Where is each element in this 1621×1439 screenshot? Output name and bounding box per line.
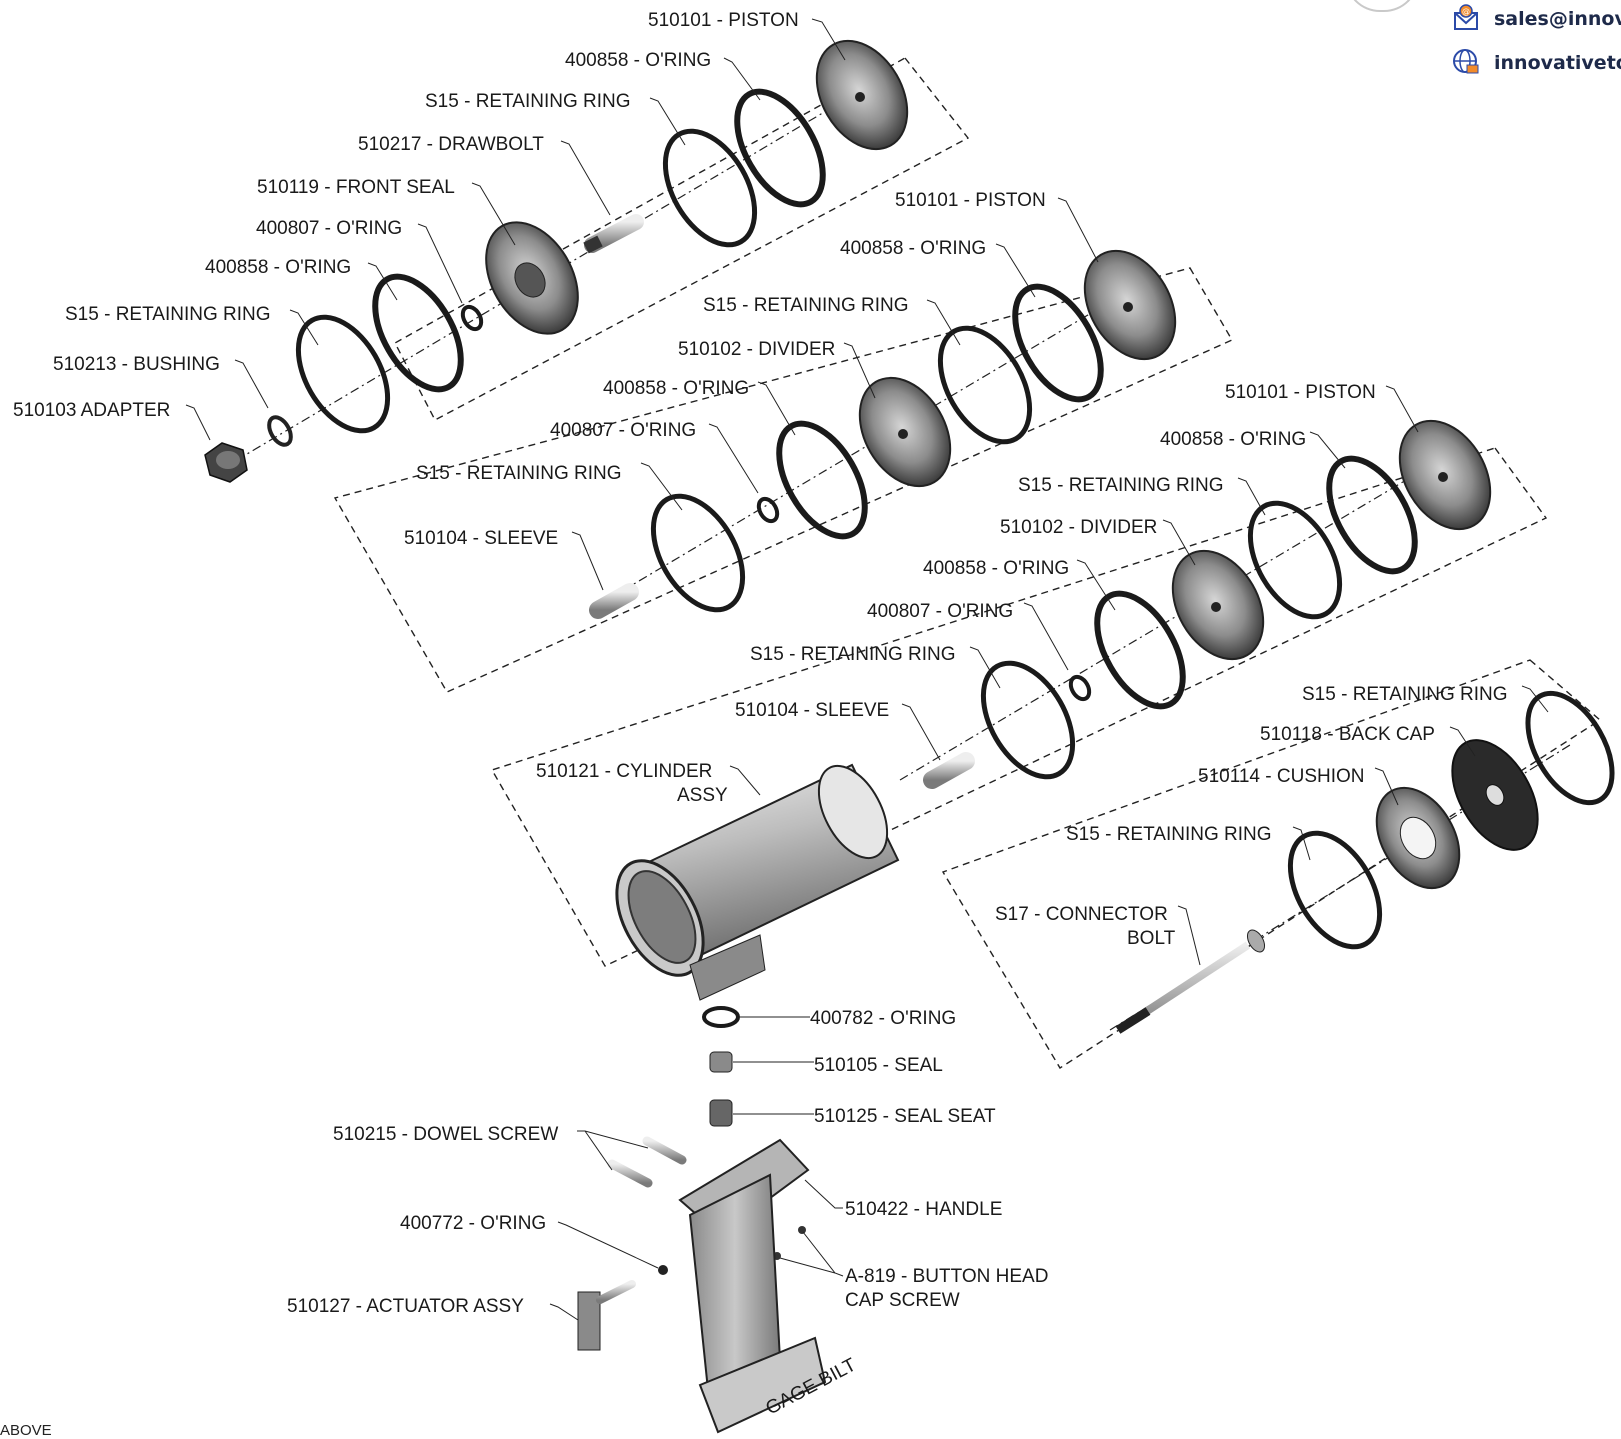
label-connector: S17 - CONNECTOR — [995, 904, 1168, 925]
label-divider-1: 510102 - DIVIDER — [678, 339, 835, 360]
label-bushing: 510213 - BUSHING — [53, 354, 220, 375]
piston-1-part — [815, 39, 909, 151]
oring-858-b-part — [372, 273, 464, 393]
dowel-screw-parts — [607, 1136, 687, 1188]
label-oring-807-b: 400807 - O'RING — [550, 420, 696, 441]
label-oring-858-d: 400858 - O'RING — [603, 378, 749, 399]
label-front-seal: 510119 - FRONT SEAL — [257, 177, 455, 198]
drawbolt-part — [583, 214, 644, 254]
seal-part — [709, 1051, 733, 1073]
oring-858-f-part — [1094, 590, 1186, 710]
globe-cart-icon[interactable] — [1452, 48, 1480, 76]
button-head-screw-parts — [773, 1226, 806, 1260]
label-retaining-ring-b: S15 - RETAINING RING — [65, 304, 271, 325]
label-piston-1: 510101 - PISTON — [648, 10, 799, 31]
retaining-ring-a-part — [662, 128, 758, 248]
group-box-front — [394, 57, 970, 421]
label-oring-782: 400782 - O'RING — [810, 1008, 956, 1029]
piston-2-part — [1083, 249, 1177, 361]
label-cap-screw: CAP SCREW — [845, 1290, 960, 1311]
actuator-part — [577, 1280, 636, 1351]
sleeve-2-part — [923, 752, 975, 789]
divider-1-part — [858, 376, 952, 488]
label-back-cap: 510118 - BACK CAP — [1260, 724, 1435, 745]
label-retaining-ring-c: S15 - RETAINING RING — [703, 295, 909, 316]
part-labels: 510101 - PISTON 400858 - O'RING S15 - RE… — [13, 10, 1508, 1317]
label-oring-858-b: 400858 - O'RING — [205, 257, 351, 278]
retaining-ring-h-part — [1287, 830, 1383, 950]
label-oring-772: 400772 - O'RING — [400, 1213, 546, 1234]
footer-text: ABOVE — [0, 1422, 52, 1439]
website-link[interactable]: innovativetoo — [1494, 52, 1621, 74]
label-oring-807-a: 400807 - O'RING — [256, 218, 402, 239]
svg-text:@: @ — [1462, 7, 1470, 16]
label-actuator: 510127 - ACTUATOR ASSY — [287, 1296, 524, 1317]
group-box-backcap — [941, 659, 1602, 1069]
label-retaining-ring-a: S15 - RETAINING RING — [425, 91, 631, 112]
label-piston-3: 510101 - PISTON — [1225, 382, 1376, 403]
retaining-ring-f-part — [980, 660, 1076, 780]
label-cylinder-assy: ASSY — [677, 785, 728, 806]
label-oring-858-a: 400858 - O'RING — [565, 50, 711, 71]
label-retaining-ring-e: S15 - RETAINING RING — [1018, 475, 1224, 496]
retaining-ring-d-part — [650, 493, 746, 613]
label-sleeve-1: 510104 - SLEEVE — [404, 528, 558, 549]
oring-858-a-part — [734, 88, 826, 208]
oring-807-c-part — [1068, 674, 1092, 702]
oring-858-d-part — [776, 420, 868, 540]
label-sleeve-2: 510104 - SLEEVE — [735, 700, 889, 721]
oring-772-part — [658, 1265, 668, 1275]
label-button-head: A-819 - BUTTON HEAD — [845, 1266, 1048, 1287]
label-seal-seat: 510125 - SEAL SEAT — [814, 1106, 996, 1127]
label-oring-858-c: 400858 - O'RING — [840, 238, 986, 259]
label-retaining-ring-g: S15 - RETAINING RING — [1302, 684, 1508, 705]
connector-bolt-part — [1115, 929, 1266, 1034]
label-piston-2: 510101 - PISTON — [895, 190, 1046, 211]
divider-2-part — [1171, 549, 1265, 661]
label-handle: 510422 - HANDLE — [845, 1199, 1002, 1220]
label-oring-858-f: 400858 - O'RING — [923, 558, 1069, 579]
bushing-part — [267, 415, 293, 447]
adapter-part — [204, 442, 248, 483]
label-cushion: 510114 - CUSHION — [1198, 766, 1365, 787]
oring-782-part — [702, 1006, 740, 1028]
retaining-ring-c-part — [937, 325, 1033, 445]
label-oring-858-e: 400858 - O'RING — [1160, 429, 1306, 450]
label-adapter: 510103 ADAPTER — [13, 400, 170, 421]
back-cap-part — [1451, 739, 1539, 851]
retaining-ring-b-part — [295, 314, 391, 434]
email-link[interactable]: sales@innova — [1494, 8, 1621, 30]
label-divider-2: 510102 - DIVIDER — [1000, 517, 1157, 538]
label-connector-bolt: BOLT — [1127, 928, 1176, 949]
label-retaining-ring-d: S15 - RETAINING RING — [416, 463, 622, 484]
label-oring-807-c: 400807 - O'RING — [867, 601, 1013, 622]
oring-807-b-part — [756, 496, 780, 524]
label-cylinder: 510121 - CYLINDER — [536, 761, 712, 782]
retaining-ring-g-part — [1525, 690, 1615, 806]
front-seal-part — [485, 221, 579, 335]
label-seal: 510105 - SEAL — [814, 1055, 943, 1076]
oring-858-c-part — [1012, 283, 1104, 403]
email-icon[interactable]: @ — [1452, 4, 1480, 32]
label-dowel-screw: 510215 - DOWEL SCREW — [333, 1124, 558, 1145]
label-drawbolt: 510217 - DRAWBOLT — [358, 134, 544, 155]
leader-lines — [185, 18, 1549, 1321]
retaining-ring-e-part — [1247, 500, 1343, 620]
piston-3-part — [1398, 419, 1492, 531]
oring-807-a-part — [460, 304, 484, 332]
cushion-part — [1375, 786, 1461, 890]
label-retaining-ring-f: S15 - RETAINING RING — [750, 644, 956, 665]
sleeve-1-part — [589, 583, 639, 619]
label-retaining-ring-h: S15 - RETAINING RING — [1066, 824, 1272, 845]
seal-seat-part — [709, 1099, 733, 1127]
group-box-rear — [490, 447, 1548, 967]
cylinder-part — [615, 763, 900, 1001]
oring-858-e-part — [1326, 455, 1418, 575]
handle-part: GAGE BILT — [678, 1138, 860, 1434]
